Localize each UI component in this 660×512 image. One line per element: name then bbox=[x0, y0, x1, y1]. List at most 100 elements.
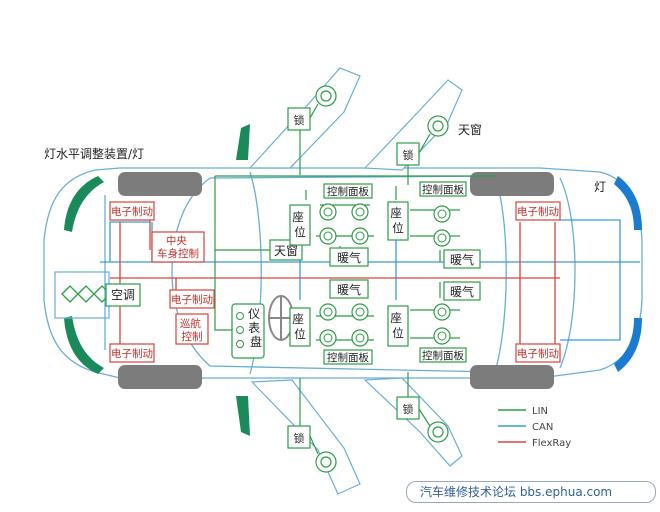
legend: LIN CAN FlexRay bbox=[498, 406, 571, 449]
ebrake-label-front-left: 电子制动 bbox=[111, 205, 153, 218]
footer-badge bbox=[406, 481, 656, 503]
seat-label-rear-bottom-1: 座 bbox=[390, 311, 402, 325]
wheel-front-right bbox=[118, 365, 202, 389]
lock-label-front-top: 锁 bbox=[294, 113, 305, 127]
heating-label-rear-top: 暖气 bbox=[450, 252, 474, 267]
seat-label-rear-top: 座 位 bbox=[390, 206, 405, 235]
door-motor-glyphs bbox=[320, 90, 444, 468]
wheel-front-left bbox=[118, 172, 202, 196]
ac-label: 空调 bbox=[111, 288, 135, 302]
door-motor-front-top bbox=[315, 85, 337, 107]
central-body-control-label: 中央 车身控制 bbox=[157, 234, 199, 260]
lock-label-rear-bottom: 锁 bbox=[403, 402, 414, 416]
control-panel-label-front-bottom: 控制面板 bbox=[327, 351, 369, 364]
mirror-top bbox=[236, 124, 250, 160]
instrument-panel-box bbox=[231, 303, 265, 359]
sunroof-right-label: 天窗 bbox=[458, 123, 482, 137]
door-motor-front-bottom bbox=[315, 451, 337, 473]
control-panel-box-rear-top bbox=[419, 181, 467, 197]
rear-light-top bbox=[614, 176, 642, 230]
legend-label-flexray: FlexRay bbox=[532, 438, 571, 449]
rear-light-bottom bbox=[614, 318, 642, 372]
lock-label-front-bottom: 锁 bbox=[294, 431, 305, 445]
instrument-panel-line1: 仪 bbox=[248, 307, 260, 321]
seat-label-rear-top-2: 位 bbox=[392, 221, 404, 235]
door-motor-rear-bottom bbox=[427, 421, 449, 443]
ebrake-label-center: 电子制动 bbox=[171, 293, 213, 306]
control-panel-boxes bbox=[323, 181, 467, 365]
door-lock-modules bbox=[287, 85, 449, 473]
control-panel-box-rear-bottom bbox=[419, 347, 467, 363]
gauge-icons bbox=[236, 312, 244, 348]
ebrake-box-front-right bbox=[109, 343, 155, 363]
seat-label-rear-bottom: 座 位 bbox=[390, 311, 405, 340]
cruise-control-box bbox=[175, 313, 209, 345]
instrument-panel-line2: 表 bbox=[248, 321, 260, 335]
seat-box-front-bottom bbox=[289, 307, 311, 347]
ebrake-box-front-left bbox=[109, 201, 155, 221]
seat-motor-icons bbox=[319, 203, 451, 347]
control-panel-label-front-top: 控制面板 bbox=[327, 185, 369, 198]
seat-label-front-bottom: 座 位 bbox=[292, 312, 307, 341]
control-panel-label-rear-top: 控制面板 bbox=[422, 183, 464, 196]
wheels bbox=[118, 172, 554, 389]
seat-label-front-top-2: 位 bbox=[294, 225, 306, 239]
heating-box-front-top bbox=[329, 247, 369, 267]
legend-label-lin: LIN bbox=[532, 406, 548, 417]
door-rear-top bbox=[363, 79, 463, 171]
central-body-control-box bbox=[151, 231, 205, 263]
ac-fan-icons bbox=[61, 285, 111, 303]
seat-label-front-top-1: 座 bbox=[292, 210, 304, 224]
instrument-panel-label: 仪 表 盘 bbox=[248, 307, 264, 349]
seat-motor-inner bbox=[323, 207, 447, 343]
control-panel-label-rear-bottom: 控制面板 bbox=[422, 349, 464, 362]
ebrake-label-rear-right: 电子制动 bbox=[517, 347, 559, 360]
ebrake-box-center bbox=[169, 289, 215, 309]
seat-box-front-top bbox=[289, 204, 311, 246]
ebrake-box-rear-right bbox=[515, 343, 561, 363]
footer-text: 汽车维修技术论坛 bbs.ephua.com bbox=[420, 485, 613, 499]
heating-label-front-bottom: 暖气 bbox=[337, 282, 361, 297]
steering-wheel-icon bbox=[268, 295, 294, 341]
electronic-brake-modules bbox=[109, 201, 561, 363]
front-light-top bbox=[64, 176, 104, 232]
seat-modules bbox=[289, 201, 409, 347]
cruise-control-line1: 巡航 bbox=[180, 317, 201, 330]
heating-box-rear-top bbox=[443, 249, 481, 269]
seat-box-rear-bottom bbox=[387, 305, 409, 347]
heating-box-rear-bottom bbox=[443, 281, 481, 301]
heating-label-front-top: 暖气 bbox=[337, 250, 361, 265]
wheel-rear-right bbox=[470, 365, 554, 389]
door-motor-rear-top bbox=[427, 115, 449, 137]
cruise-control-line2: 控制 bbox=[182, 330, 203, 343]
tail-light-label: 灯 bbox=[594, 180, 606, 194]
instrument-panel-line3: 盘 bbox=[250, 334, 262, 349]
ebrake-box-rear-left bbox=[515, 201, 561, 221]
seat-box-rear-top bbox=[387, 201, 409, 241]
ebrake-label-front-right: 电子制动 bbox=[111, 347, 153, 360]
ebrake-label-rear-left: 电子制动 bbox=[517, 205, 559, 218]
lock-box-front-top bbox=[287, 107, 311, 131]
seat-label-rear-top-1: 座 bbox=[390, 206, 402, 220]
seat-label-front-bottom-2: 位 bbox=[294, 327, 306, 341]
lock-label-rear-top: 锁 bbox=[403, 148, 414, 162]
control-panel-box-front-top bbox=[323, 183, 373, 199]
cruise-control-label: 巡航 控制 bbox=[180, 317, 204, 343]
front-light-bottom bbox=[64, 316, 104, 374]
wheel-rear-left bbox=[470, 172, 554, 196]
seat-label-rear-bottom-2: 位 bbox=[392, 326, 404, 340]
heating-box-front-bottom bbox=[329, 279, 369, 299]
legend-label-can: CAN bbox=[532, 422, 553, 433]
sunroof-center-label: 天窗 bbox=[274, 244, 298, 258]
heating-label-rear-bottom: 暖气 bbox=[450, 284, 474, 299]
seat-label-front-bottom-1: 座 bbox=[292, 312, 304, 326]
heating-boxes bbox=[329, 247, 481, 301]
central-body-control-line1: 中央 bbox=[166, 234, 187, 247]
mirror-bottom bbox=[236, 396, 250, 436]
ac-box bbox=[105, 283, 141, 307]
control-panel-box-front-bottom bbox=[323, 349, 373, 365]
central-body-control-line2: 车身控制 bbox=[157, 247, 199, 260]
headlight-level-label: 灯水平调整装置/灯 bbox=[44, 146, 144, 161]
